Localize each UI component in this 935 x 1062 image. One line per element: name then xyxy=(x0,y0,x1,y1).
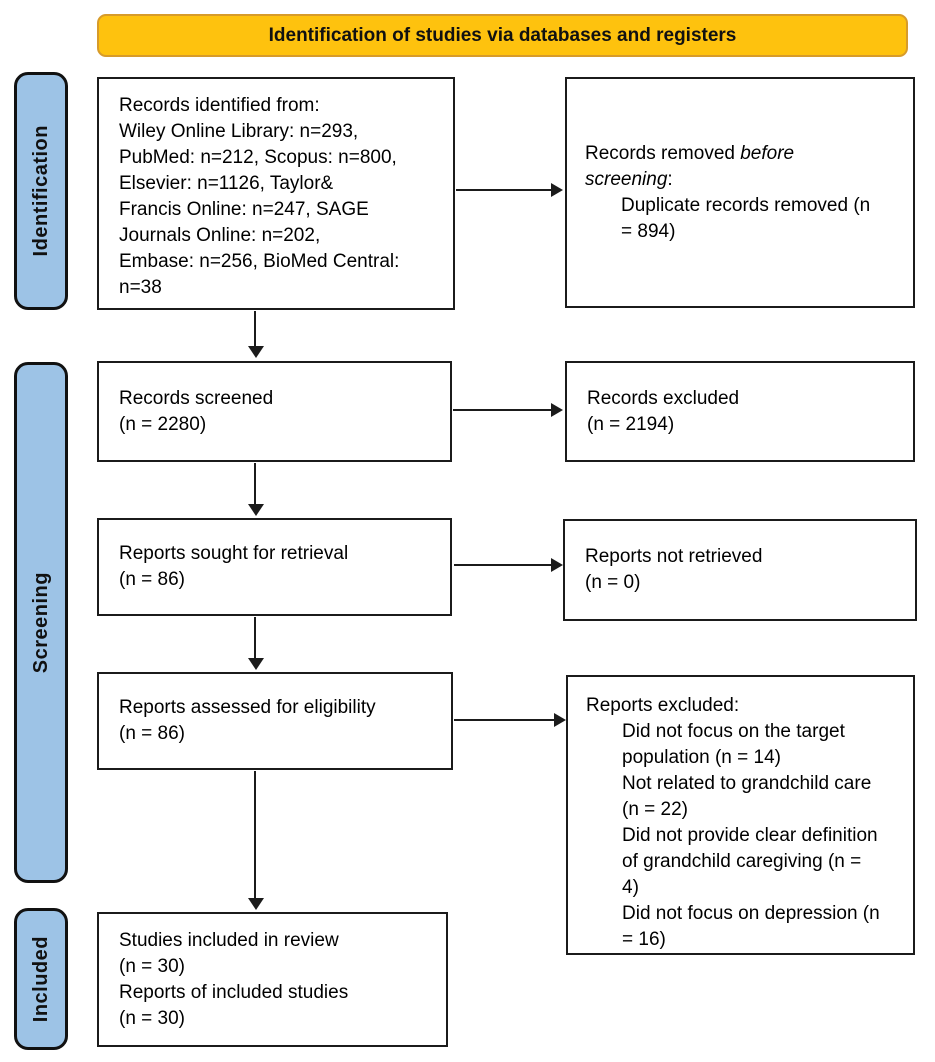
text-line: Reports assessed for eligibility xyxy=(119,697,376,718)
text-line: Records excluded xyxy=(587,387,740,409)
text-line: (n = 2194) xyxy=(587,413,675,435)
text-line: = 16) xyxy=(622,929,666,950)
box-records-identified: Records identified from: Wiley Online Li… xyxy=(97,77,455,310)
arrow-right-sought-to-not-retrieved xyxy=(454,558,563,572)
stage-bar-screening: Screening xyxy=(14,362,68,883)
text-line: Elsevier: n=1126, Taylor& xyxy=(119,173,334,194)
box-records-screened: Records screened (n = 2280) xyxy=(97,361,452,462)
text-line: (n = 30) xyxy=(119,1007,186,1029)
text-line: (n = 2280) xyxy=(119,413,207,435)
text-line: Journals Online: n=202, xyxy=(119,225,321,246)
stage-bar-included: Included xyxy=(14,908,68,1050)
box-reports-assessed: Reports assessed for eligibility (n = 86… xyxy=(97,672,453,770)
arrow-right-identified-to-removed xyxy=(456,183,563,197)
text-line: = 894) xyxy=(621,220,676,242)
italic-text: before xyxy=(740,142,795,164)
text-line: Francis Online: n=247, SAGE xyxy=(119,199,369,220)
stage-label-included: Included xyxy=(29,935,52,1023)
banner-identification-via-databases: Identification of studies via databases … xyxy=(97,14,908,57)
banner-label: Identification of studies via databases … xyxy=(268,24,737,46)
box-reports-excluded-reasons: Reports excluded: Did not focus on the t… xyxy=(566,675,915,955)
arrow-down-sought-to-assessed xyxy=(248,617,264,670)
box-studies-included: Studies included in review (n = 30) Repo… xyxy=(97,912,448,1047)
text-line: Wiley Online Library: n=293, xyxy=(119,121,359,142)
arrow-right-screened-to-excluded xyxy=(453,403,563,417)
text-line: Reports of included studies xyxy=(119,981,349,1003)
arrow-right-assessed-to-excluded-reasons xyxy=(454,713,566,727)
text-line: (n = 0) xyxy=(585,572,641,593)
box-reports-sought: Reports sought for retrieval (n = 86) xyxy=(97,518,452,616)
text-line: Records screened xyxy=(119,387,274,409)
text-line: Duplicate records removed (n xyxy=(621,194,871,216)
stage-bar-identification: Identification xyxy=(14,72,68,310)
box-records-excluded: Records excluded (n = 2194) xyxy=(565,361,915,462)
text-line: 4) xyxy=(622,877,639,898)
text-line: of grandchild caregiving (n = xyxy=(622,851,862,872)
stage-label-screening: Screening xyxy=(29,571,52,674)
text-line: Did not focus on depression (n xyxy=(622,903,880,924)
text-line: screening: xyxy=(585,168,673,190)
arrow-down-identified-to-screened xyxy=(248,311,264,358)
text-line: (n = 22) xyxy=(622,799,689,820)
text-line: Did not focus on the target xyxy=(622,721,845,742)
text-line: Not related to grandchild care xyxy=(622,773,872,794)
text-line: PubMed: n=212, Scopus: n=800, xyxy=(119,147,397,168)
text-line: Reports excluded: xyxy=(586,695,740,716)
text-line: n=38 xyxy=(119,277,162,298)
arrow-down-assessed-to-included xyxy=(248,771,264,910)
italic-text: screening xyxy=(585,168,668,190)
text-line: Reports sought for retrieval xyxy=(119,543,349,564)
text-line: (n = 86) xyxy=(119,723,186,744)
arrow-down-screened-to-sought xyxy=(248,463,264,516)
text-line: Reports not retrieved xyxy=(585,546,763,567)
text-line: (n = 86) xyxy=(119,569,186,590)
text-line: (n = 30) xyxy=(119,955,186,977)
text-line: Studies included in review xyxy=(119,929,339,951)
box-records-removed: Records removed before screening: Duplic… xyxy=(565,77,915,308)
text-line: population (n = 14) xyxy=(622,747,781,768)
text-line: Records identified from: xyxy=(119,95,320,116)
text-line: Records removed before xyxy=(585,142,795,164)
stage-label-identification: Identification xyxy=(29,125,52,257)
text-line: Embase: n=256, BioMed Central: xyxy=(119,251,400,272)
box-reports-not-retrieved: Reports not retrieved (n = 0) xyxy=(563,519,917,621)
text-line: Did not provide clear definition xyxy=(622,825,878,846)
